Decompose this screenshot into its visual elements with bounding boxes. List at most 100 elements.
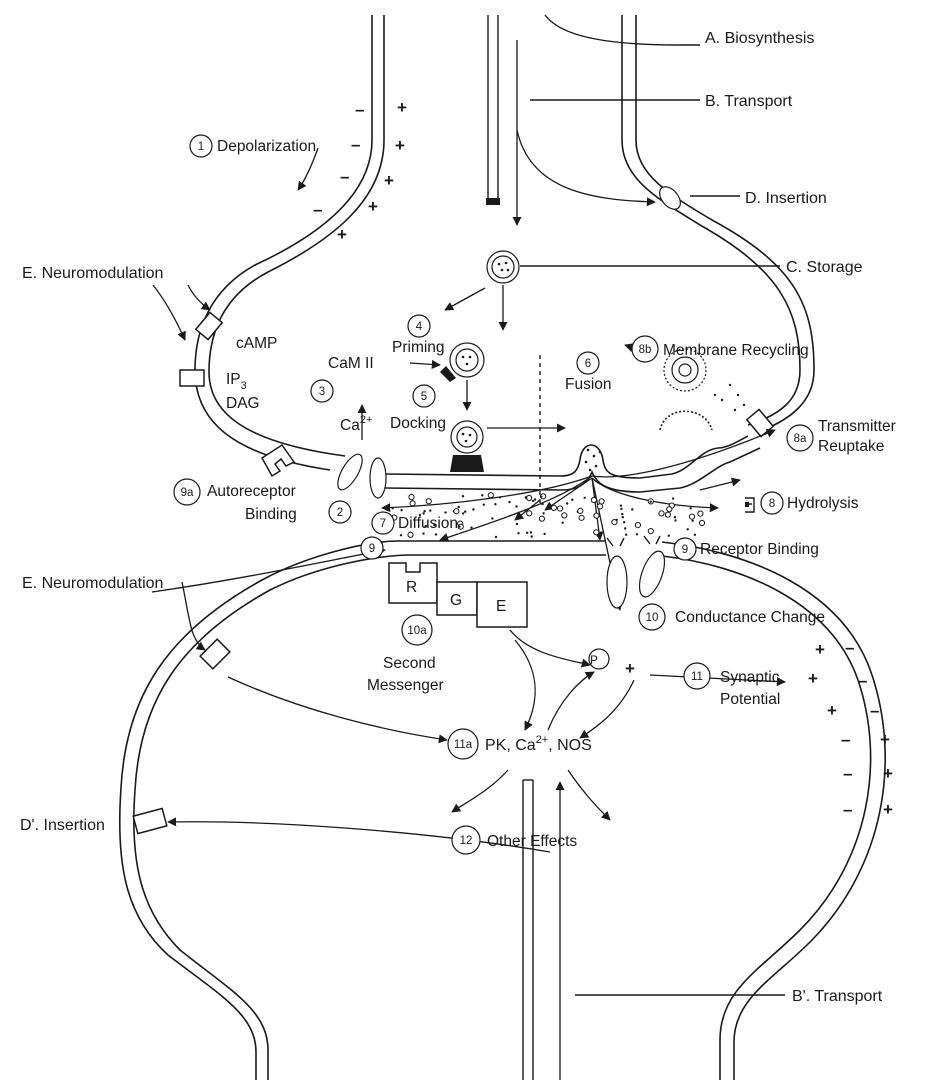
insertion-arrow [516, 129, 656, 207]
label-dag: DAG [226, 395, 260, 412]
transmitter-particle [634, 522, 642, 529]
recycling-vesicle [659, 348, 713, 431]
step-9a-circle [173, 478, 201, 506]
step-circles: 1 4 3 5 6 8b 8a 9a 2 7 8 9 9 10 10a 11 1… [173, 134, 814, 855]
label-bprime-transport: B'. Transport [792, 988, 883, 1005]
transmitter-particle [666, 506, 673, 513]
step-1: 1 [198, 141, 204, 153]
labels: A. Biosynthesis B. Transport D. Insertio… [20, 30, 896, 1005]
transmitter-particle [697, 510, 704, 517]
label-reuptake: Reuptake [818, 438, 884, 455]
transmitter-particle [667, 534, 670, 537]
arrow-to-other-1 [451, 769, 509, 813]
transmitter-particle [541, 502, 544, 506]
arrow-neuromod-top-2 [187, 284, 211, 311]
step-9b-circle [673, 537, 697, 561]
label-conductance-change: Conductance Change [675, 609, 825, 626]
step-3-circle [310, 379, 334, 403]
transmitter-particle [593, 512, 600, 519]
sign-plus: + [384, 171, 394, 190]
sign-minus: – [870, 701, 879, 720]
transmitter-particle [542, 512, 545, 515]
ip3-text: IP [226, 371, 241, 388]
arrow-neuromod-to-receptor [181, 581, 206, 651]
arrow-to-11a [227, 676, 448, 744]
transmitter-particle [688, 513, 696, 520]
transmitter-particle [538, 515, 546, 522]
transmitter-particle [433, 523, 436, 527]
transmitter-particle [671, 497, 675, 500]
transmitter-particle [577, 507, 584, 514]
arrow-depolarization [297, 147, 319, 191]
transmitter-particle [472, 508, 475, 511]
label-messenger: Messenger [367, 677, 444, 694]
label-transmitter: Transmitter [818, 418, 896, 435]
step-10: 10 [646, 612, 659, 624]
ca-channel-left [337, 453, 363, 491]
step-9-circle [360, 536, 384, 560]
transmitter-particle [391, 507, 394, 510]
sign-minus: – [841, 730, 850, 749]
transmitter-particle [561, 512, 568, 519]
storage-vesicle [486, 250, 520, 284]
transmitter-particle [631, 508, 634, 511]
transmitter-particle [423, 510, 426, 513]
label-neuromodulation-top: E. Neuromodulation [22, 265, 163, 282]
ca-text: Ca [340, 417, 360, 434]
sign-plus: + [827, 701, 837, 720]
sign-minus: – [845, 638, 854, 657]
arrow-plus-to-11a [579, 679, 635, 739]
step-10a: 10a [407, 625, 427, 637]
transmitter-particle [409, 500, 416, 507]
step-11: 11 [691, 671, 703, 683]
sign-minus: – [843, 764, 852, 783]
step-6: 6 [585, 358, 591, 370]
transmitter-particle [400, 509, 403, 512]
step-11-circle [683, 662, 711, 690]
transmitter-particle [619, 504, 623, 507]
step-8a-circle [786, 424, 814, 452]
transmitter-particle [444, 511, 447, 514]
arrow-11a-to-p [547, 671, 595, 731]
arrow-to-other-2 [567, 769, 611, 821]
transmitter-particle [461, 512, 465, 515]
primed-vesicle [440, 342, 485, 382]
label-docking: Docking [390, 415, 446, 432]
label-synaptic: Synaptic [720, 669, 780, 686]
transmitter-particle [418, 513, 422, 517]
transmitter-particle [399, 534, 403, 537]
step-11a-circle [447, 728, 479, 760]
step-8a: 8a [794, 433, 807, 445]
transmitter-particle [530, 535, 533, 538]
transmitter-particle [425, 498, 432, 505]
transmitter-particle [453, 508, 460, 515]
label-pk: PK, Ca2+, NOS [485, 734, 592, 754]
transmitter-particle [550, 504, 558, 511]
step-10a-circle [401, 614, 433, 646]
label-r: R [406, 579, 417, 596]
transmitter-particle [598, 498, 605, 505]
transmitter-particle [464, 510, 467, 513]
camp-receptor [194, 311, 224, 341]
label-second: Second [383, 655, 436, 672]
transmitter-particle [693, 533, 697, 536]
transmitter-particle [647, 528, 654, 535]
transmitter-particle [525, 531, 529, 534]
sign-plus: + [883, 800, 893, 819]
docked-vesicle [450, 420, 484, 472]
transmitter-particle [494, 535, 498, 539]
transmitter-particle [664, 511, 672, 518]
label-camp: cAMP [236, 335, 277, 352]
microtubule-bottom [522, 779, 534, 1080]
charge-signs: – + – + – + – + + + + – + – + – – + – + … [313, 98, 893, 819]
sign-minus: – [843, 800, 852, 819]
step-1-circle [189, 134, 213, 158]
sign-minus: – [340, 167, 349, 186]
step-2-circle [328, 500, 352, 524]
label-binding: Binding [245, 506, 297, 523]
inserted-channel [659, 186, 681, 210]
pk-sup: 2+ [536, 734, 549, 746]
transmitter-particle [686, 528, 689, 531]
transmitter-particle [620, 507, 623, 511]
